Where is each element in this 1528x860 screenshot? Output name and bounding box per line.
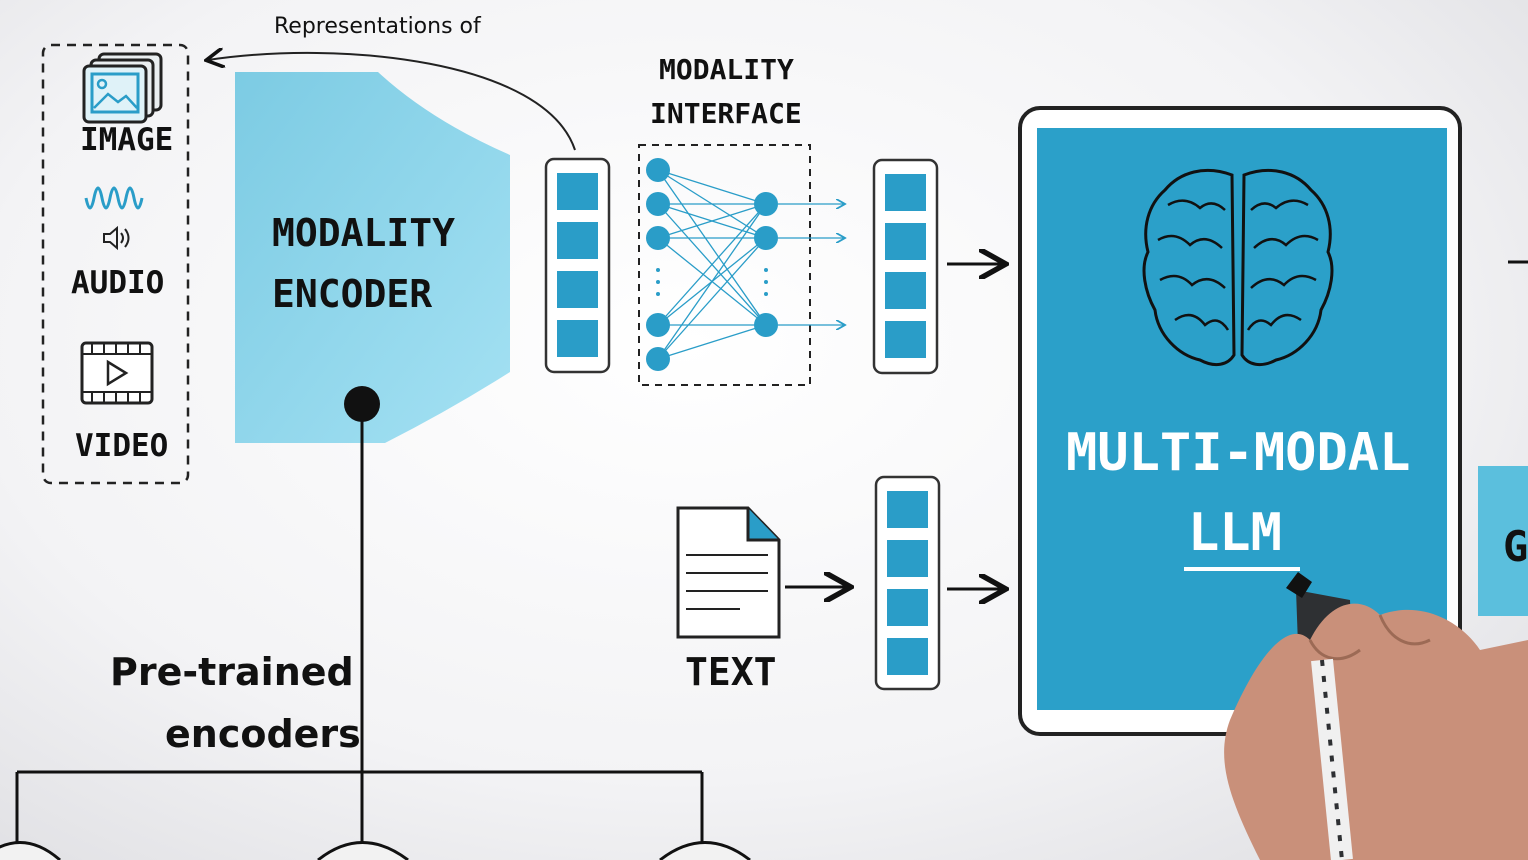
pretrained-connector (15, 386, 704, 860)
brain-icon (1142, 168, 1334, 367)
llm-title-line2: LLM (1188, 503, 1282, 563)
audio-icon (84, 186, 144, 251)
text-label: TEXT (685, 650, 777, 694)
encoder-node-partial (0, 841, 751, 860)
drawing-hand (1224, 572, 1528, 860)
next-box-partial (1478, 466, 1528, 616)
representations-of-label: Representations of (274, 14, 481, 39)
flow-arrows (785, 264, 1003, 589)
document-icon (676, 506, 781, 639)
input-modalities-box (41, 43, 190, 485)
pretrained-label-line1: Pre-trained (110, 650, 354, 694)
encoder-title-line2: ENCODER (272, 272, 433, 316)
modality-interface-network (638, 144, 845, 386)
video-label: VIDEO (75, 428, 169, 464)
interface-embedding-column (872, 158, 939, 375)
pretrained-label-line2: encoders (165, 712, 361, 756)
interface-title-line1: MODALITY (659, 53, 794, 86)
video-icon (80, 341, 154, 405)
representations-arrow (208, 53, 576, 151)
interface-title-line2: INTERFACE (650, 97, 802, 130)
image-label: IMAGE (80, 122, 174, 158)
encoder-embedding-column (544, 157, 611, 374)
cutoff-label: G (1503, 522, 1528, 571)
encoder-title-line1: MODALITY (272, 211, 456, 255)
image-icon (82, 52, 163, 124)
modality-encoder-shape (235, 72, 510, 443)
llm-title-line1: MULTI-MODAL (1066, 423, 1411, 483)
audio-label: AUDIO (71, 265, 165, 301)
text-embedding-column (874, 475, 941, 691)
